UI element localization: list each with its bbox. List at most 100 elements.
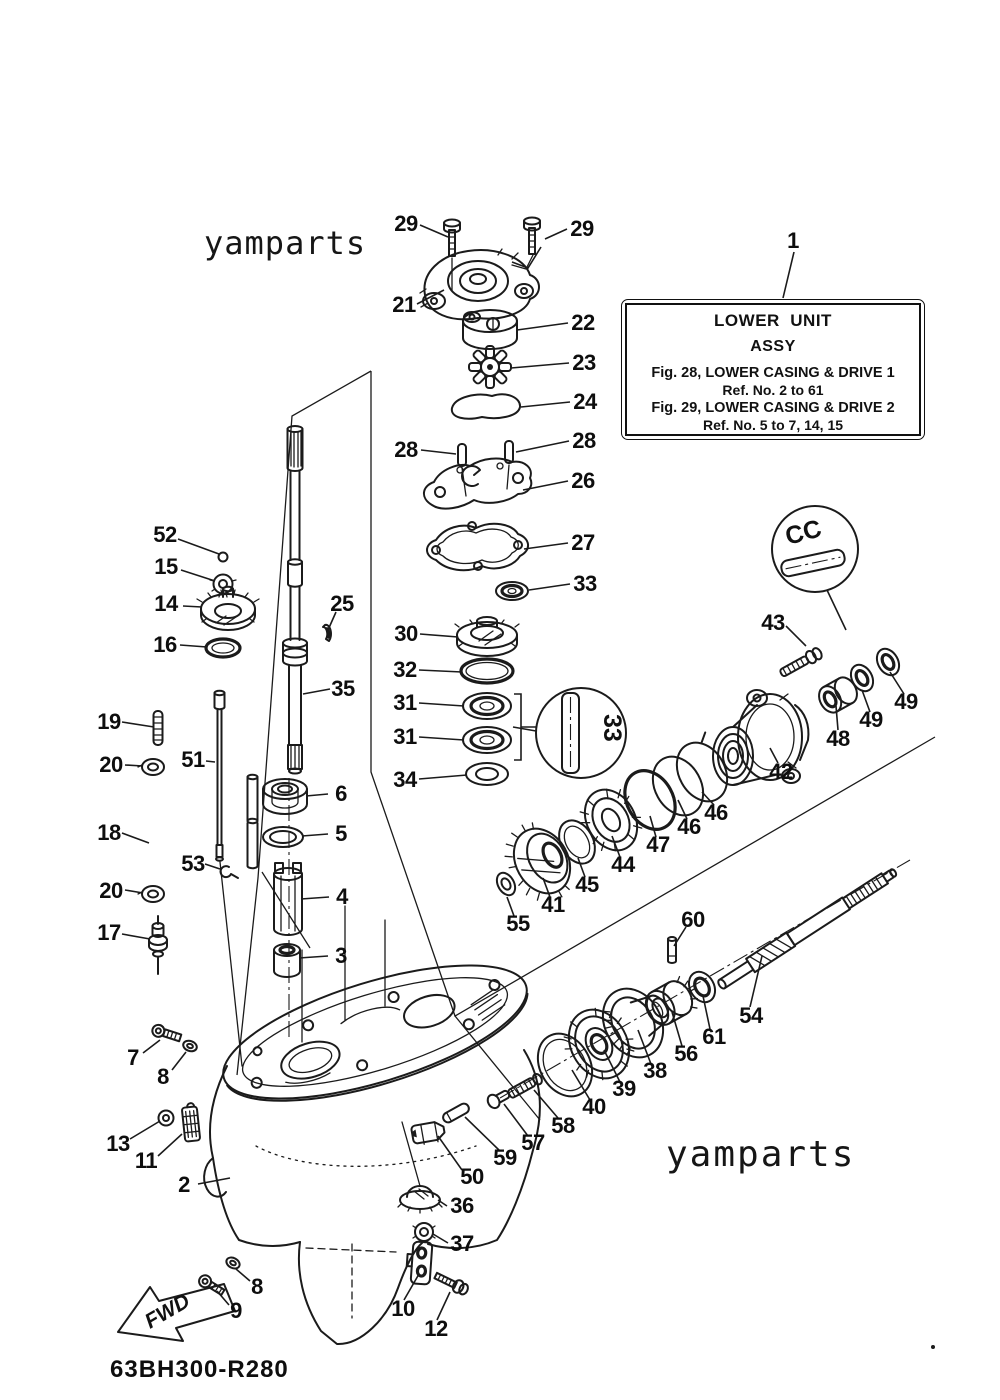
info-box-fig28-ref: Ref. No. 2 to 61 xyxy=(722,382,824,398)
part-label-9: 9 xyxy=(230,1298,242,1323)
part-label-11: 11 xyxy=(134,1148,158,1173)
part-label-24: 24 xyxy=(573,389,597,414)
center-axis-lines xyxy=(288,778,911,1099)
part-label-13: 13 xyxy=(106,1131,130,1156)
part-59-pin xyxy=(442,1102,470,1124)
part-61-ring xyxy=(687,970,717,1004)
part-label-39: 39 xyxy=(612,1076,636,1101)
part-26-outer-plate xyxy=(423,457,533,510)
part-35-drive-shaft xyxy=(282,425,308,775)
part-31-oil-seals xyxy=(462,692,512,754)
part-16-o-ring xyxy=(204,637,242,659)
part-label-44: 44 xyxy=(611,852,635,877)
part-label-56: 56 xyxy=(674,1041,698,1066)
info-box-subtitle: ASSY xyxy=(750,338,796,355)
part-36-flange-nut xyxy=(397,1185,443,1214)
part-28-dowel-pins xyxy=(457,440,514,497)
part-label-20-upper: 20 xyxy=(99,752,123,777)
part-label-59: 59 xyxy=(493,1145,517,1170)
stamp-mark-seal: 33 xyxy=(598,714,626,742)
part-50-anode xyxy=(410,1121,446,1145)
part-label-31-upper: 31 xyxy=(393,690,417,715)
part-label-17: 17 xyxy=(97,920,121,945)
part-6-bushing xyxy=(262,778,308,815)
part-60-pin xyxy=(667,936,677,964)
part-label-26: 26 xyxy=(571,468,595,493)
part-label-32: 32 xyxy=(393,657,417,682)
part-12-bolt xyxy=(433,1271,469,1296)
part-label-40: 40 xyxy=(582,1094,606,1119)
diagram-code: 63BH300-R280 xyxy=(110,1356,289,1383)
info-box-fig28: Fig. 28, LOWER CASING & DRIVE 1 xyxy=(651,365,895,381)
part-label-49-outer: 49 xyxy=(894,689,918,714)
part-18-tube xyxy=(246,773,259,870)
stamp-mark-pin: CC xyxy=(782,514,824,550)
part-46-rings xyxy=(651,731,729,817)
part-label-29-right: 29 xyxy=(570,216,594,241)
print-dot xyxy=(931,1345,935,1349)
part-label-6: 6 xyxy=(335,781,347,806)
part-44-bearing xyxy=(579,788,643,852)
part-label-30: 30 xyxy=(394,621,418,646)
part-8-washer-upper xyxy=(182,1039,198,1053)
info-box-inner: LOWER UNIT ASSY Fig. 28, LOWER CASING & … xyxy=(625,303,921,436)
part-label-43: 43 xyxy=(761,610,785,635)
part-10-bracket xyxy=(405,1240,434,1286)
part-label-19: 19 xyxy=(97,709,121,734)
part-label-28-right: 28 xyxy=(572,428,596,453)
part-47-o-ring xyxy=(623,769,677,831)
part-5-washer xyxy=(262,826,304,848)
part-label-14: 14 xyxy=(154,591,178,616)
part-20-grommet-lower xyxy=(137,885,165,903)
info-box-fig29-ref: Ref. No. 5 to 7, 14, 15 xyxy=(702,417,844,433)
part-4-sleeve xyxy=(273,862,303,936)
info-box-title: LOWER UNIT xyxy=(714,311,832,330)
part-49-washers xyxy=(849,647,901,693)
part-label-58: 58 xyxy=(551,1113,575,1138)
info-box: LOWER UNIT ASSY Fig. 28, LOWER CASING & … xyxy=(621,299,925,440)
part-label-42: 42 xyxy=(769,759,793,784)
part-label-25: 25 xyxy=(330,591,354,616)
part-3-bushing xyxy=(273,943,301,978)
part-41-forward-gear xyxy=(504,822,572,903)
part-48-bushing xyxy=(818,676,858,714)
part-21-water-pump-housing xyxy=(419,248,540,323)
watermark-bottom: yamparts xyxy=(666,1134,856,1175)
part-label-5: 5 xyxy=(335,821,347,846)
part-label-15: 15 xyxy=(154,554,178,579)
part-label-35: 35 xyxy=(331,676,355,701)
part-label-36: 36 xyxy=(450,1193,474,1218)
part-33-oil-seal xyxy=(495,581,529,601)
part-34-washer xyxy=(465,762,509,786)
part-53-clip xyxy=(219,865,239,879)
part-label-60: 60 xyxy=(681,907,705,932)
part-51-shift-rod xyxy=(213,689,226,862)
group-boundary-lines xyxy=(236,370,936,1121)
part-label-1: 1 xyxy=(787,228,799,253)
part-40-o-ring xyxy=(536,1032,594,1098)
part-label-4: 4 xyxy=(336,884,348,909)
part-label-8-lower: 8 xyxy=(251,1274,263,1299)
part-13-washer xyxy=(157,1109,175,1127)
part-label-57: 57 xyxy=(521,1130,545,1155)
part-14-pinion-gear xyxy=(196,585,260,631)
leader-lines xyxy=(121,224,905,1321)
part-label-27: 27 xyxy=(571,530,595,555)
part-label-45: 45 xyxy=(575,872,599,897)
part-8-washer-lower xyxy=(225,1256,241,1270)
part-29-bolts xyxy=(443,216,541,292)
part-label-29-left: 29 xyxy=(394,211,418,236)
part-label-7: 7 xyxy=(127,1045,139,1070)
part-label-12: 12 xyxy=(424,1316,448,1341)
part-label-50: 50 xyxy=(460,1164,484,1189)
part-label-21: 21 xyxy=(392,292,416,317)
stud-guide-lines xyxy=(219,861,421,1187)
part-label-54: 54 xyxy=(739,1003,763,1028)
info-box-fig29: Fig. 29, LOWER CASING & DRIVE 2 xyxy=(651,400,895,416)
part-label-34: 34 xyxy=(393,767,417,792)
part-25-woodruff-key xyxy=(322,623,332,642)
part-27-gasket xyxy=(426,521,529,572)
detail-callout-pin: CC xyxy=(771,505,859,593)
part-label-23: 23 xyxy=(572,350,596,375)
